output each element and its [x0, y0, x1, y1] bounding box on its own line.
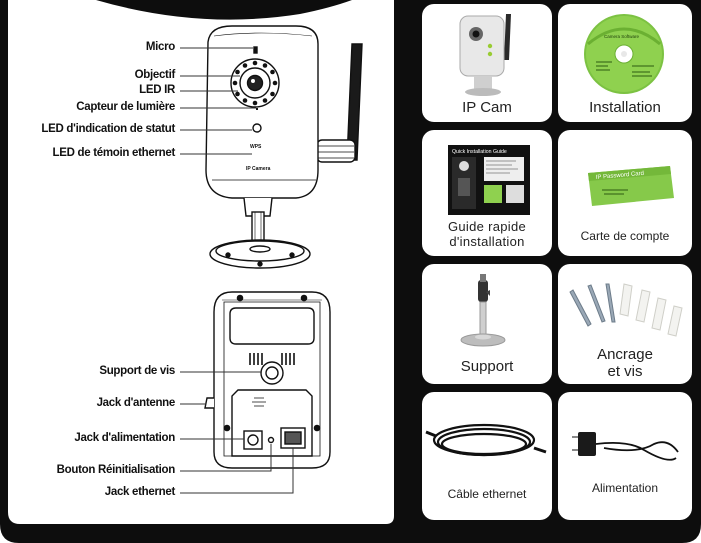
callout-micro: Micro: [145, 41, 175, 53]
label-cable: Câble ethernet: [447, 487, 527, 501]
screw-support: [260, 361, 284, 385]
ethernet-cable: [425, 423, 547, 457]
callout-objectif: Objectif: [134, 69, 176, 81]
callout-led-statut: LED d'indication de statut: [41, 123, 175, 135]
status-led: [252, 123, 262, 133]
card-support: Support: [422, 264, 552, 384]
antenna: [346, 43, 363, 161]
support-photo: [460, 274, 506, 347]
reset-hole: [267, 436, 275, 444]
guide-booklet: [448, 145, 530, 215]
camera-body: [205, 25, 319, 199]
callout-led-ethernet: LED de témoin ethernet: [52, 147, 176, 159]
card-guide: Quick Installation Guide Guide rapide d'…: [422, 130, 552, 256]
label-installation: Installation: [589, 99, 661, 116]
power-jack-shape: [243, 430, 263, 450]
card-installation: Camera Software Installation: [558, 4, 692, 122]
card-cable: Câble ethernet: [422, 392, 552, 520]
back-window: [229, 307, 315, 345]
card-carte: IP Password Card Carte de compte: [558, 130, 692, 256]
label-alim: Alimentation: [591, 481, 659, 495]
ip-cam-photo: [459, 14, 511, 96]
ir-led-ring: [232, 60, 278, 106]
callout-support-vis: Support de vis: [99, 365, 175, 377]
label-ip-cam: IP Cam: [462, 99, 512, 116]
installation-cd: [584, 14, 664, 94]
card-alim: Alimentation: [558, 392, 692, 520]
callout-bouton-reinit: Bouton Réinitialisation: [56, 464, 176, 476]
cd-title: Camera Software: [604, 34, 640, 39]
camera-back-drawing: [204, 291, 331, 469]
anchors-and-screws: [569, 283, 683, 337]
callout-jack-ethernet: Jack ethernet: [104, 486, 176, 498]
corner-swoosh: [96, 0, 352, 20]
account-card-title: IP Password Card: [596, 171, 645, 181]
label-support: Support: [460, 358, 514, 375]
card-ip-cam: IP Cam: [422, 4, 552, 122]
label-guide: Guide rapide d'installation: [447, 219, 527, 249]
card-ancrage: Ancrage et vis: [558, 264, 692, 384]
label-carte: Carte de compte: [580, 229, 670, 243]
guide-title: Quick Installation Guide: [452, 149, 507, 155]
callout-led-ir: LED IR: [139, 84, 175, 96]
callout-capteur: Capteur de lumière: [76, 101, 175, 113]
callout-jack-alim: Jack d'alimentation: [74, 432, 175, 444]
callout-lines: [180, 47, 294, 494]
callout-jack-antenne: Jack d'antenne: [96, 397, 176, 409]
back-inner-plate: [223, 301, 321, 457]
brand-label: IP Camera: [246, 166, 271, 172]
power-adapter: [572, 432, 679, 461]
diagram-area: [0, 0, 394, 524]
account-card: [588, 166, 674, 206]
label-ancrage: Ancrage et vis: [597, 346, 653, 381]
wps-label: WPS: [250, 144, 262, 150]
camera-front-drawing: [205, 25, 363, 269]
microphone: [253, 46, 258, 54]
